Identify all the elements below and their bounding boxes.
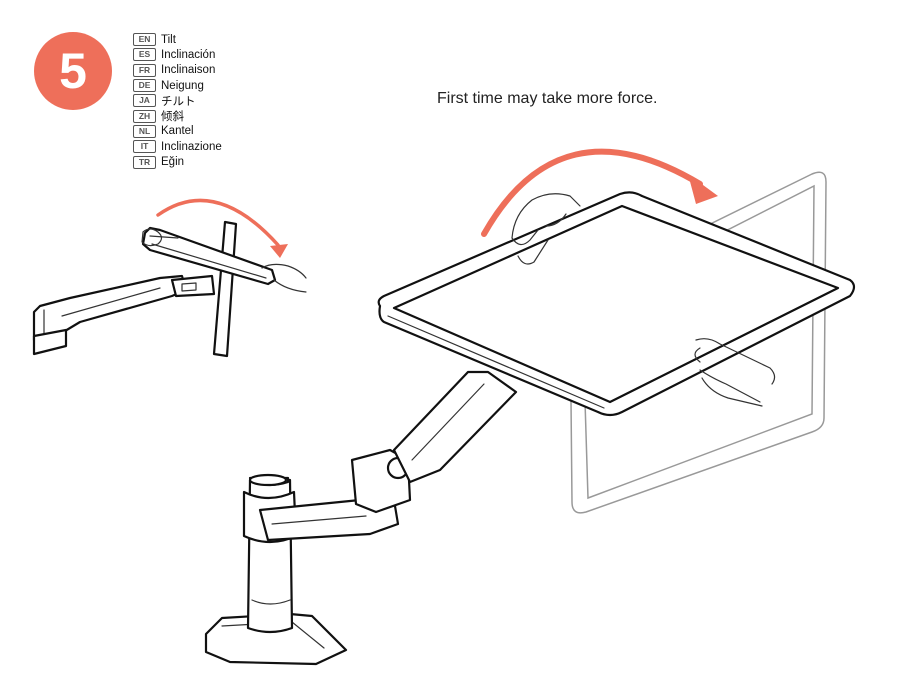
lang-label: Kantel [161,125,194,138]
lang-code: DE [133,79,156,93]
lang-label: チルト [161,95,196,108]
lang-label: Neigung [161,79,204,92]
lang-code: ES [133,48,156,62]
lang-row-zh: ZH 倾斜 [133,108,222,123]
lang-label: Tilt [161,33,176,46]
lang-code: JA [133,94,156,108]
monitor-tilted [377,191,856,417]
lang-label: Eğin [161,156,185,169]
lang-code: FR [133,63,156,77]
lang-row-it: IT Inclinazione [133,139,222,154]
lang-row-es: ES Inclinación [133,47,222,62]
lang-code: TR [133,155,156,169]
hands-illustration [511,193,776,407]
lang-label: Inclinaison [161,64,216,77]
lang-label: Inclinación [161,48,216,61]
lang-code: IT [133,140,156,154]
lang-row-nl: NL Kantel [133,124,222,139]
step-number: 5 [59,43,87,99]
lang-row-en: EN Tilt [133,32,222,47]
lang-row-ja: JA チルト [133,93,222,108]
lang-code: EN [133,33,156,47]
language-label-list: EN Tilt ES Inclinación FR Inclinaison DE… [133,32,222,170]
monitor-arm-stand [204,370,518,666]
lang-row-tr: TR Eğin [133,154,222,169]
lang-row-fr: FR Inclinaison [133,63,222,78]
lang-code: ZH [133,109,156,123]
instruction-note: First time may take more force. [437,90,658,107]
lang-row-de: DE Neigung [133,78,222,93]
lang-label: 倾斜 [161,111,184,124]
lang-label: Inclinazione [161,140,222,153]
side-view-illustration [32,198,307,358]
lang-code: NL [133,124,156,138]
step-number-badge: 5 [34,32,112,110]
tilt-arrow [481,148,718,237]
